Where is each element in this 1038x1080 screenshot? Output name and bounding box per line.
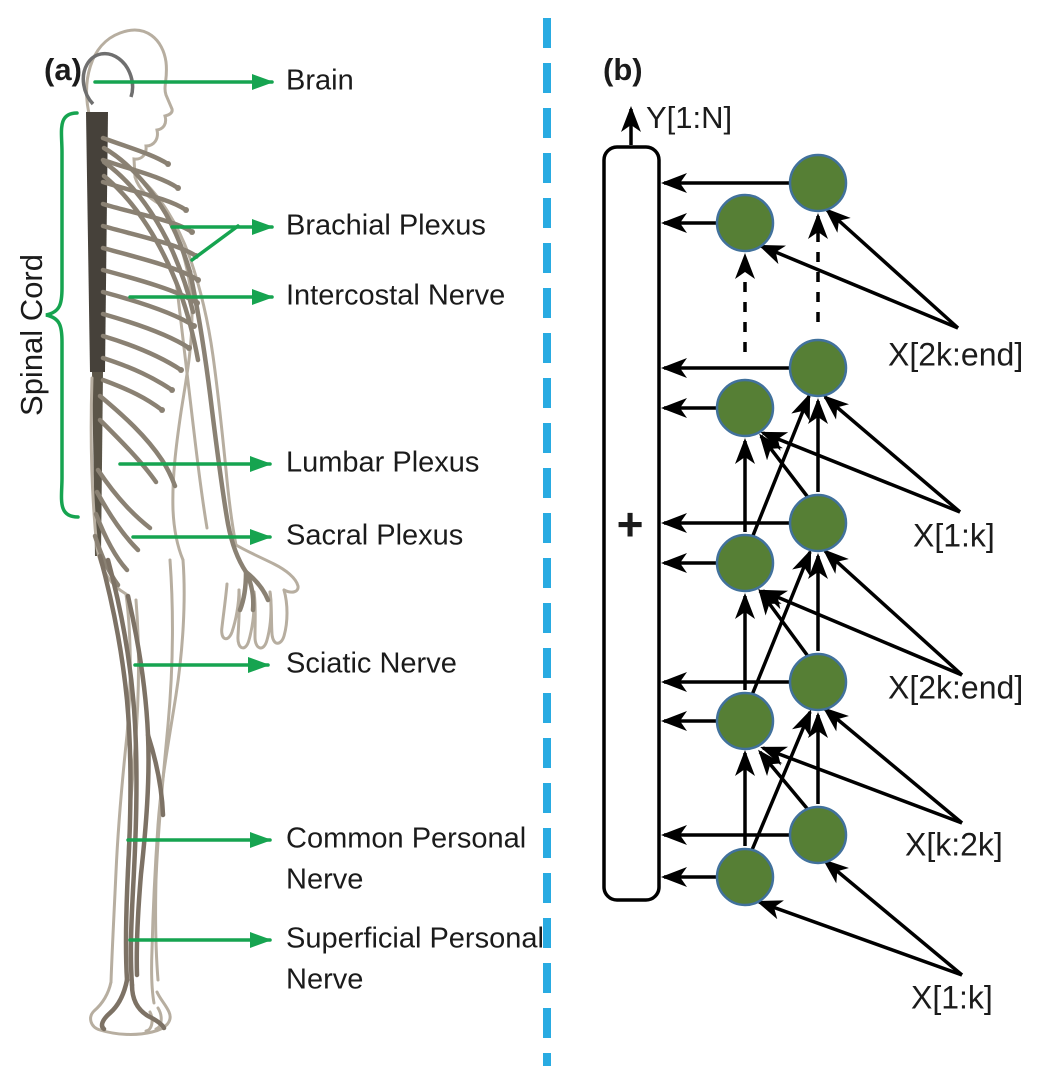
network-nodes	[715, 153, 848, 907]
sum-box	[602, 145, 661, 902]
x-label-3: X[2k:end]	[888, 669, 1023, 705]
common-personal-label-line1: Common Personal	[286, 823, 526, 855]
spinal-cord-label: Spinal Cord	[14, 254, 49, 416]
sciatic-label: Sciatic Nerve	[286, 648, 457, 680]
x-label-5: X[1:k]	[911, 979, 993, 1015]
panel-a: (a)	[14, 28, 544, 1036]
intercostal-label: Intercostal Nerve	[286, 280, 505, 312]
body-figure	[81, 28, 300, 1036]
superficial-personal-label-line2: Nerve	[286, 964, 363, 996]
node-circle	[788, 493, 848, 553]
node-circle	[788, 338, 848, 398]
sum-symbol: +	[617, 498, 644, 550]
node-circle	[788, 153, 848, 213]
brain-label: Brain	[286, 65, 354, 97]
x-label-2: X[1:k]	[913, 517, 995, 553]
dashed-continuation-arrows	[735, 213, 828, 352]
panel-b: (b) Y[1:N] +	[602, 52, 1023, 1015]
brain-outline	[81, 51, 135, 106]
node-circle	[715, 847, 775, 907]
panel-a-tag: (a)	[44, 52, 82, 87]
output-label: Y[1:N]	[646, 100, 732, 135]
input-labels: X[2k:end] X[1:k] X[2k:end] X[k:2k] X[1:k…	[888, 336, 1023, 1015]
node-circle	[715, 691, 775, 751]
x-label-4: X[k:2k]	[905, 826, 1003, 862]
foot-outline	[89, 980, 172, 1036]
lumbar-label: Lumbar Plexus	[286, 447, 479, 479]
node-circle	[715, 193, 775, 253]
finger-4	[220, 582, 241, 641]
annotation-arrows	[93, 74, 274, 948]
node-to-sum-arrows	[661, 173, 790, 887]
lumbar-sacral-nerves	[92, 393, 178, 588]
finger-3	[236, 588, 256, 650]
node-circle	[788, 805, 848, 865]
spinal-cord-brace	[45, 111, 80, 519]
toe-curl-2	[154, 1006, 163, 1031]
brachial-arrow-branch	[190, 224, 240, 262]
input-fan-arrows	[756, 207, 964, 977]
sacral-label: Sacral Plexus	[286, 520, 463, 552]
node-circle	[788, 652, 848, 712]
node-circle	[715, 533, 775, 593]
node-circle	[715, 378, 775, 438]
common-personal-label-line2: Nerve	[286, 864, 363, 896]
finger-1	[268, 588, 289, 645]
x-label-1: X[2k:end]	[888, 336, 1023, 372]
hand-outline	[234, 543, 300, 594]
superficial-personal-label-line1: Superficial Personal	[286, 923, 544, 955]
leg-nerves	[97, 553, 167, 1032]
panel-b-tag: (b)	[603, 52, 643, 87]
annotation-labels: Brain Brachial Plexus Intercostal Nerve …	[286, 65, 544, 996]
head-outline	[85, 28, 174, 207]
brachial-label: Brachial Plexus	[286, 210, 486, 242]
brachial-plexus-nerves	[101, 145, 271, 613]
inter-pair-arrows	[735, 393, 828, 851]
arm-outer-outline	[138, 176, 238, 547]
toe-curl-1	[144, 1010, 154, 1033]
